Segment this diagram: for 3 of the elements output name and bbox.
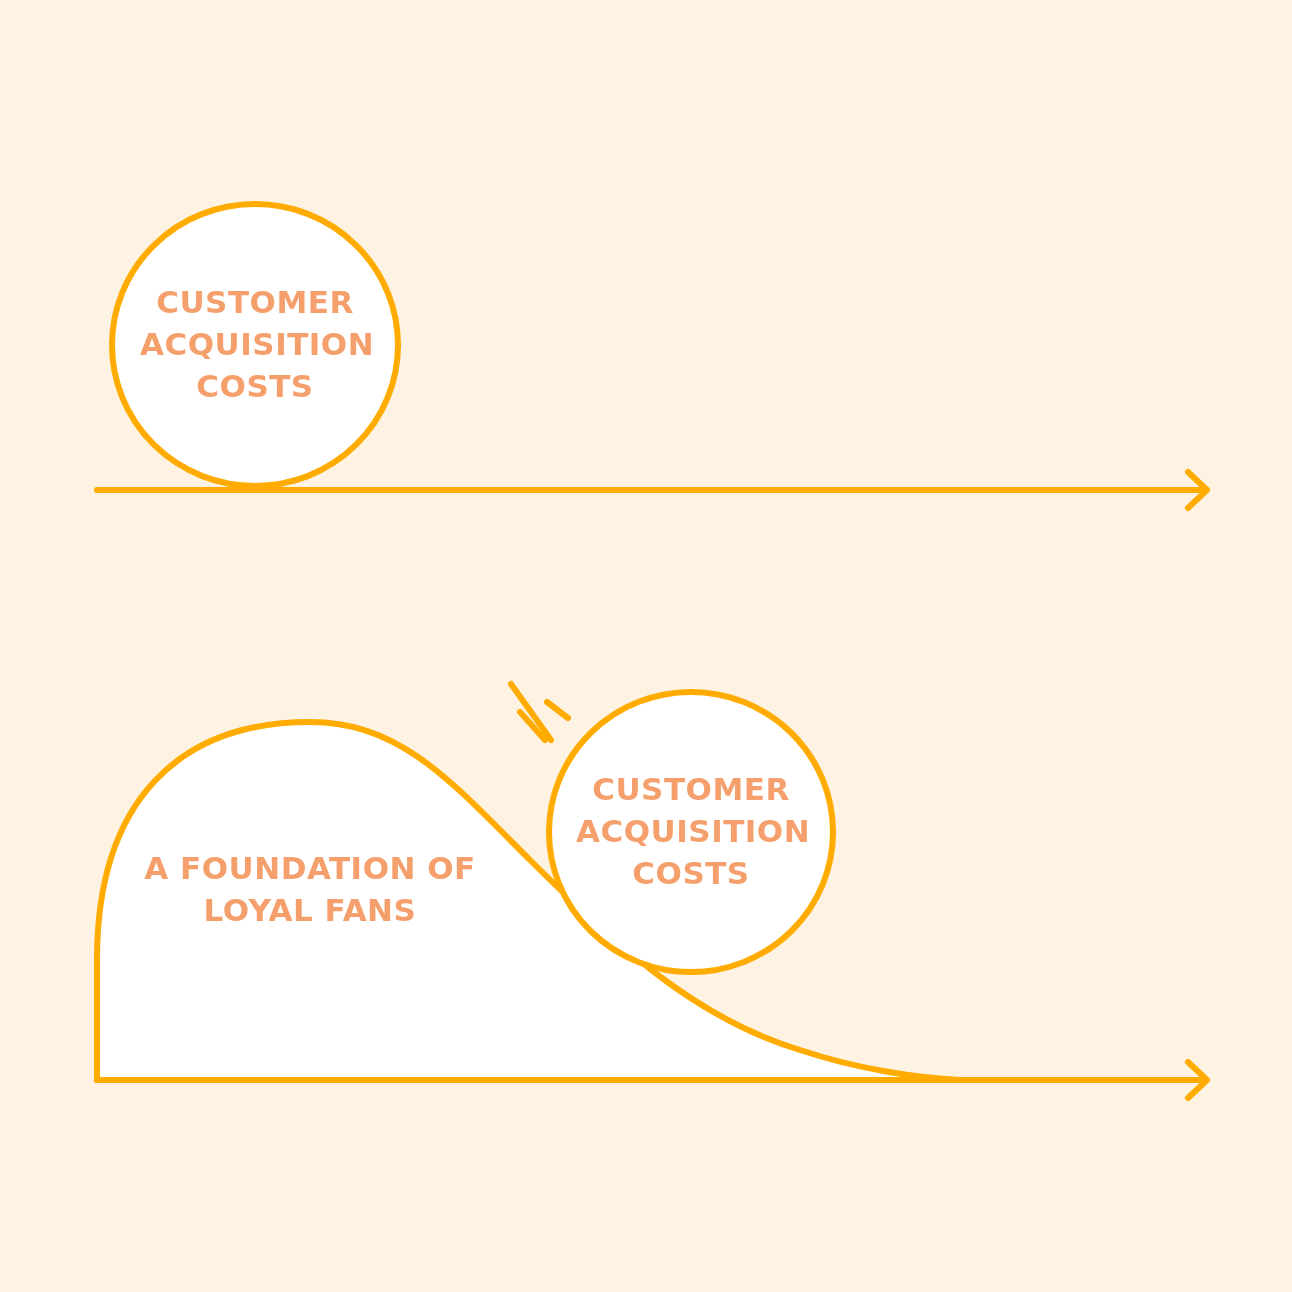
node-label: A FOUNDATION OF LOYAL FANS [143, 849, 477, 930]
node-label: CUSTOMER ACQUISITION COSTS [576, 770, 806, 893]
node-label: CUSTOMER ACQUISITION COSTS [140, 283, 370, 406]
